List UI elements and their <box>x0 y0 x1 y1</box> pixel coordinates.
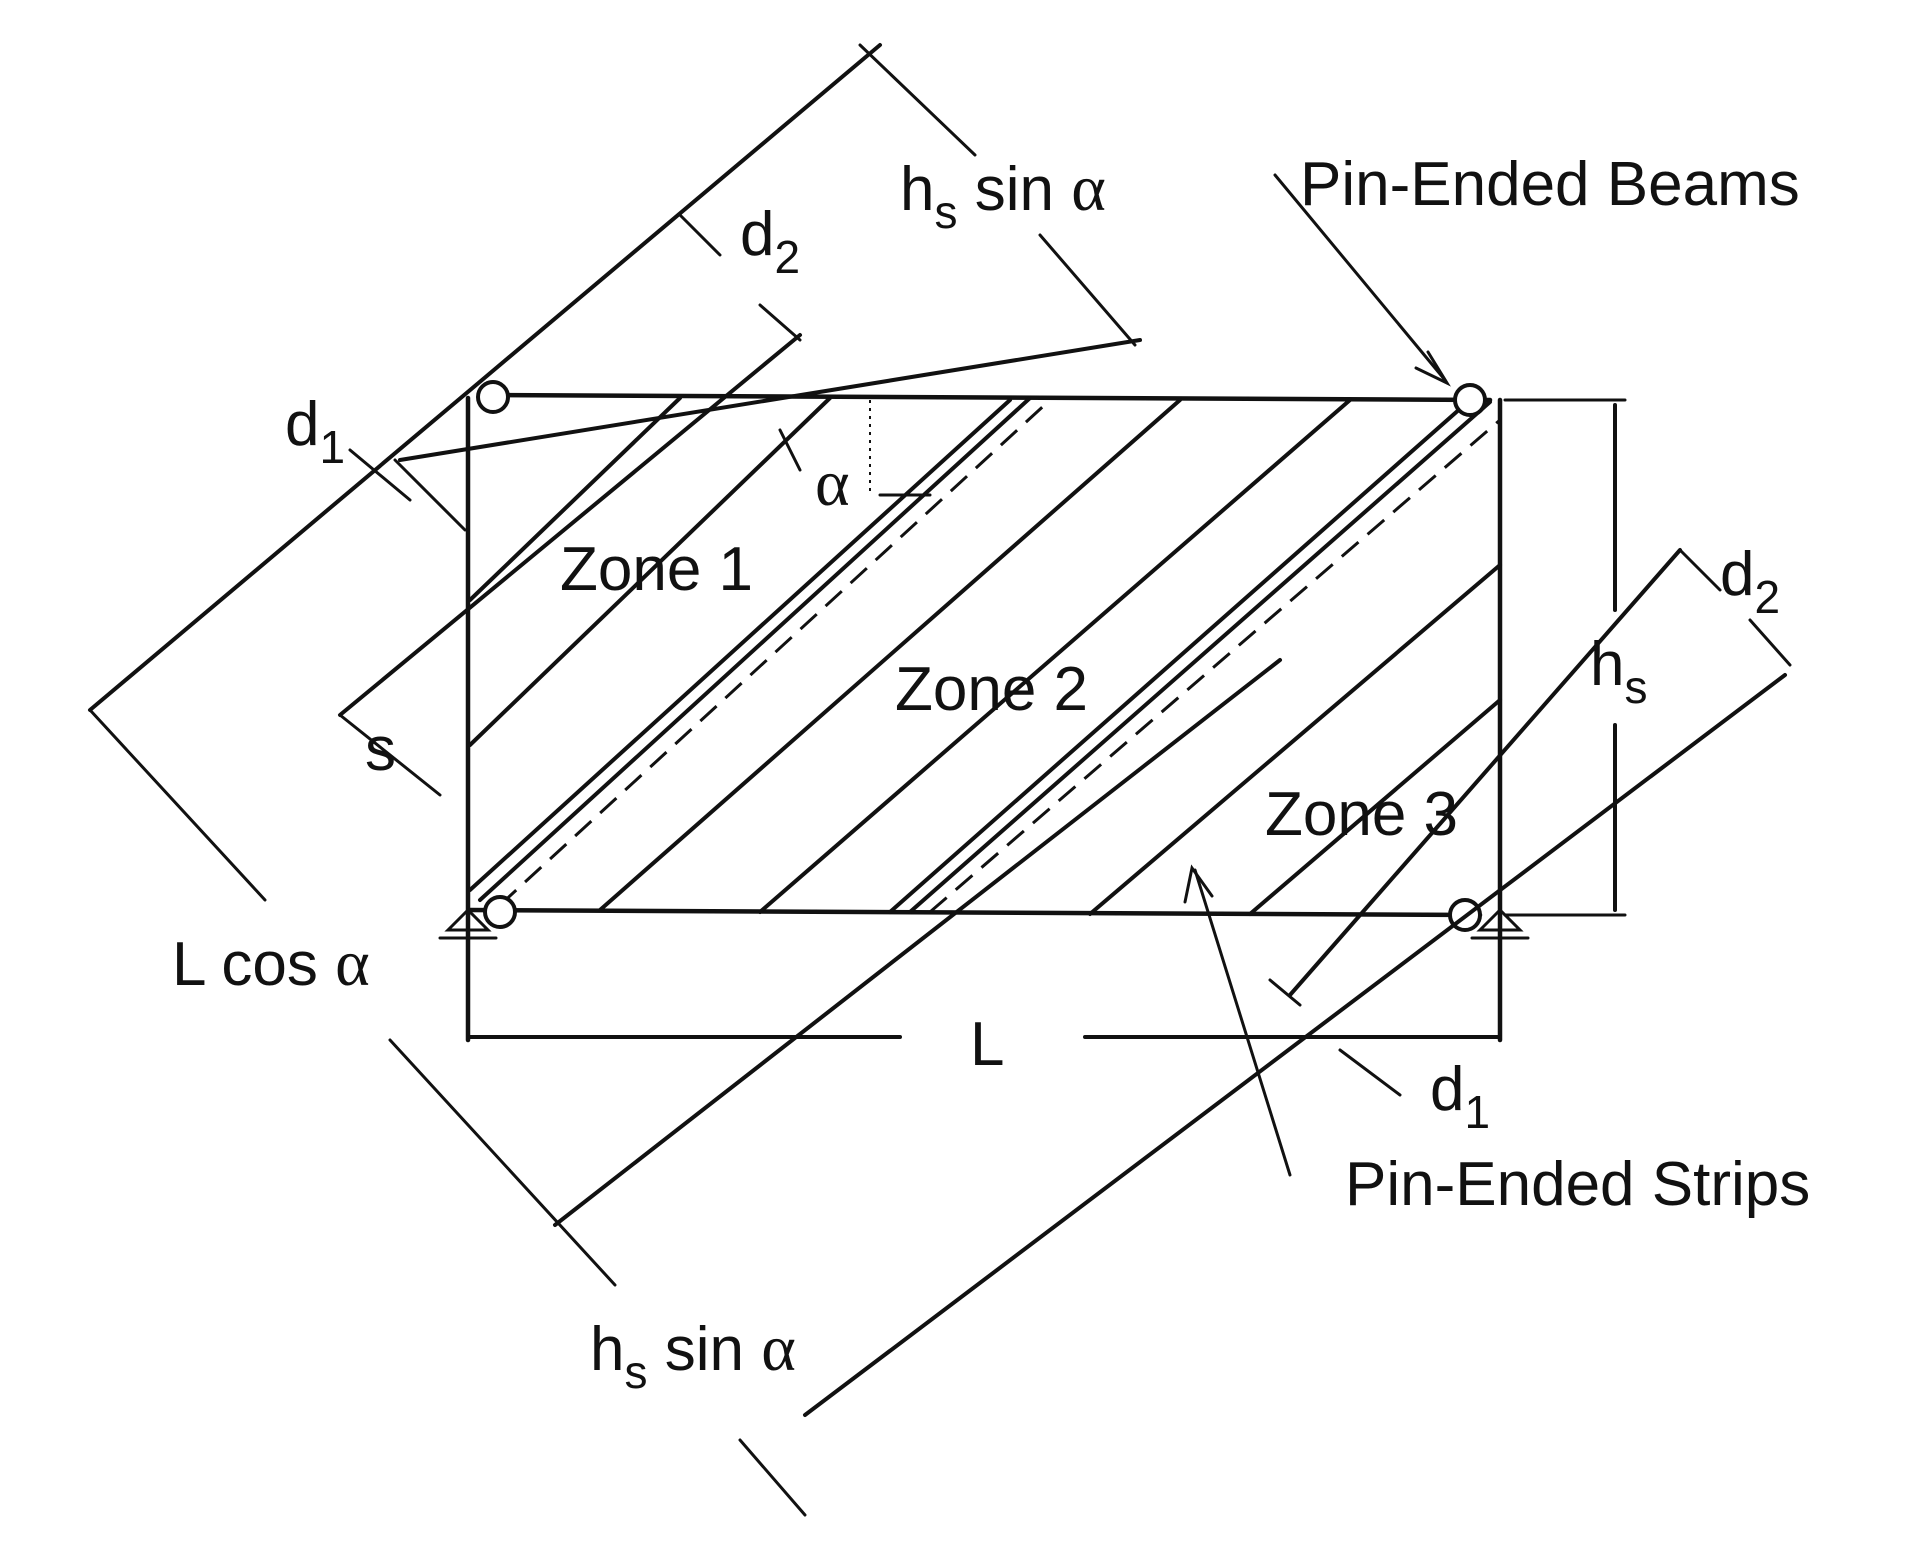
support-right-icon <box>1470 907 1530 940</box>
d2-top-tick <box>678 213 722 257</box>
strip-line <box>468 396 682 602</box>
label-pin-ended-beams: Pin-Ended Beams <box>1300 150 1800 219</box>
d2-right-tick <box>1748 618 1792 667</box>
dim-left-outer <box>88 43 882 712</box>
label-hs: hs <box>1590 630 1647 713</box>
label-s: s <box>365 715 396 784</box>
d1-bottom-tick <box>1338 1048 1402 1097</box>
label-hs-sin-alpha-bottom: hs sin α <box>590 1312 796 1398</box>
label-zone-2: Zone 2 <box>895 655 1088 724</box>
pin-beams-leader <box>1273 173 1447 382</box>
dimension-lines <box>88 43 1792 1517</box>
dim-top-tick <box>858 43 977 157</box>
dim-top-tick <box>1038 233 1137 347</box>
pin-top-right <box>1453 383 1487 417</box>
strip-line <box>1248 698 1502 916</box>
pins <box>438 380 1530 940</box>
inclined-strips <box>468 396 1502 916</box>
top-beam <box>487 392 1493 403</box>
alpha-arc <box>778 428 802 472</box>
label-d2-right: d2 <box>1720 540 1780 623</box>
pin-strips-arrow-icon <box>1183 864 1214 904</box>
pin-beams-arrow-icon <box>1414 350 1451 387</box>
label-d2-top: d2 <box>740 200 800 283</box>
label-zone-3: Zone 3 <box>1265 780 1458 849</box>
dim-left-outer-tick <box>88 708 267 902</box>
label-pin-ended-strips: Pin-Ended Strips <box>1345 1150 1810 1219</box>
d1-bottom-tick <box>1268 978 1302 1007</box>
pin-bottom-left <box>483 895 517 929</box>
strip-line <box>478 396 1032 902</box>
strip-center-dashed <box>929 418 1501 914</box>
bottom-beam <box>467 907 1483 918</box>
d1-left-tick <box>348 448 412 502</box>
strip-line <box>908 400 1492 914</box>
dim-bottom-tick <box>738 1438 807 1517</box>
label-d1-bottom: d1 <box>1430 1055 1490 1138</box>
strip-line <box>888 398 1472 914</box>
d1-left-tick <box>393 458 467 532</box>
label-zone-1: Zone 1 <box>560 535 753 604</box>
label-d1-left: d1 <box>285 390 345 473</box>
label-hs-sin-alpha-top: hs sin α <box>900 152 1106 238</box>
label-L: L <box>970 1010 1004 1079</box>
panel-frame <box>465 392 1503 1043</box>
dim-s-line <box>338 333 802 717</box>
dim-bottom-tick <box>388 1038 617 1287</box>
dim-hs-sin-top <box>398 338 1142 462</box>
leaders <box>1183 173 1451 1177</box>
dim-hs-sin-bottom <box>553 658 1282 1227</box>
strip-line <box>598 398 1182 912</box>
pin-top-left <box>476 380 510 414</box>
d2-right-dim <box>1288 548 1682 997</box>
d2-right-tick <box>1678 548 1722 592</box>
d2-arrow <box>758 303 802 342</box>
dim-right-outer <box>803 673 1787 1417</box>
support-left-icon <box>438 907 498 940</box>
strip-line <box>1088 563 1502 916</box>
label-alpha: α <box>815 447 850 520</box>
strip-line <box>468 398 1012 892</box>
strip-center-dashed <box>498 398 1052 907</box>
pin-strips-leader <box>1193 868 1292 1177</box>
strip-line <box>758 398 1352 914</box>
label-l-cos-alpha: L cos α <box>172 927 370 1000</box>
strip-line <box>468 396 832 747</box>
s-tick <box>338 713 442 797</box>
